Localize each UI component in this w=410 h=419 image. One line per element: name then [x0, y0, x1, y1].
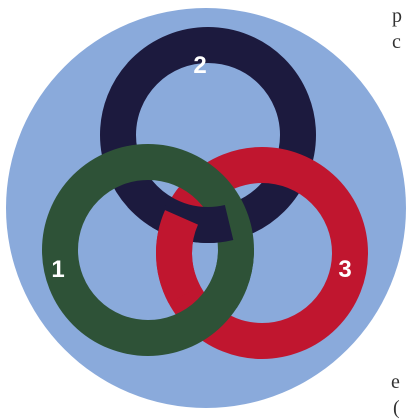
ring-3-label: 3	[338, 256, 351, 283]
ring-1-label: 1	[51, 256, 64, 283]
cropped-text-line-3: e	[391, 372, 400, 392]
cropped-text-line-2: c	[392, 32, 401, 52]
ring-2-label: 2	[193, 52, 206, 79]
cropped-text-line-1: p	[392, 6, 402, 26]
cropped-text-line-4: (	[393, 398, 400, 418]
